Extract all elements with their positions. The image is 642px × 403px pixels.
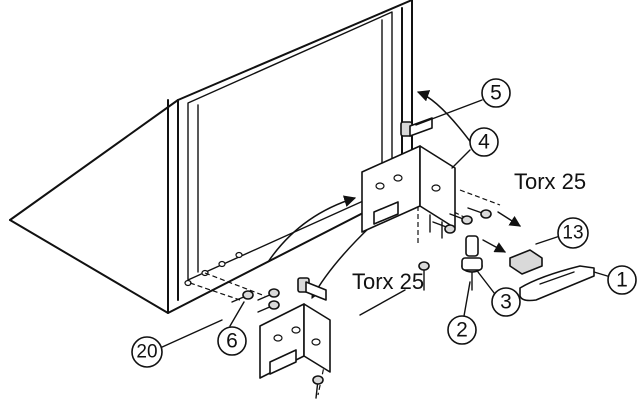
callout-20-label: 20 [136, 342, 157, 363]
torx-label-lower: Torx 25 [352, 269, 424, 294]
appliance-cabinet [9, 0, 413, 314]
cover-cap-13 [509, 249, 543, 275]
callout-6: 6 [217, 326, 247, 356]
hinge-pin-5 [400, 117, 433, 137]
handle-cover-1 [519, 265, 595, 302]
torx-label-upper: Torx 25 [514, 169, 586, 194]
lower-hinge-pin [297, 277, 327, 301]
pin-and-washer [461, 235, 483, 291]
callout-4: 4 [469, 127, 499, 157]
callout-leaders [159, 99, 615, 349]
callout-2-label: 2 [456, 319, 468, 342]
callout-5-label: 5 [490, 82, 502, 105]
callout-20: 20 [131, 336, 163, 368]
callout-1-label: 1 [616, 269, 628, 292]
lower-torx-screws [312, 261, 430, 399]
lower-hinge-bracket [259, 303, 331, 379]
callout-13-label: 13 [562, 223, 583, 244]
callout-2: 2 [447, 315, 477, 345]
callout-1: 1 [607, 265, 637, 295]
upper-torx-screws [432, 207, 492, 234]
callout-5: 5 [481, 78, 511, 108]
callout-3: 3 [491, 287, 521, 317]
callout-13: 13 [557, 217, 589, 249]
callout-4-label: 4 [478, 131, 490, 154]
upper-hinge-bracket [361, 145, 456, 239]
callout-3-label: 3 [500, 291, 512, 314]
cabinet-screws [231, 288, 280, 313]
callout-6-label: 6 [226, 330, 238, 353]
